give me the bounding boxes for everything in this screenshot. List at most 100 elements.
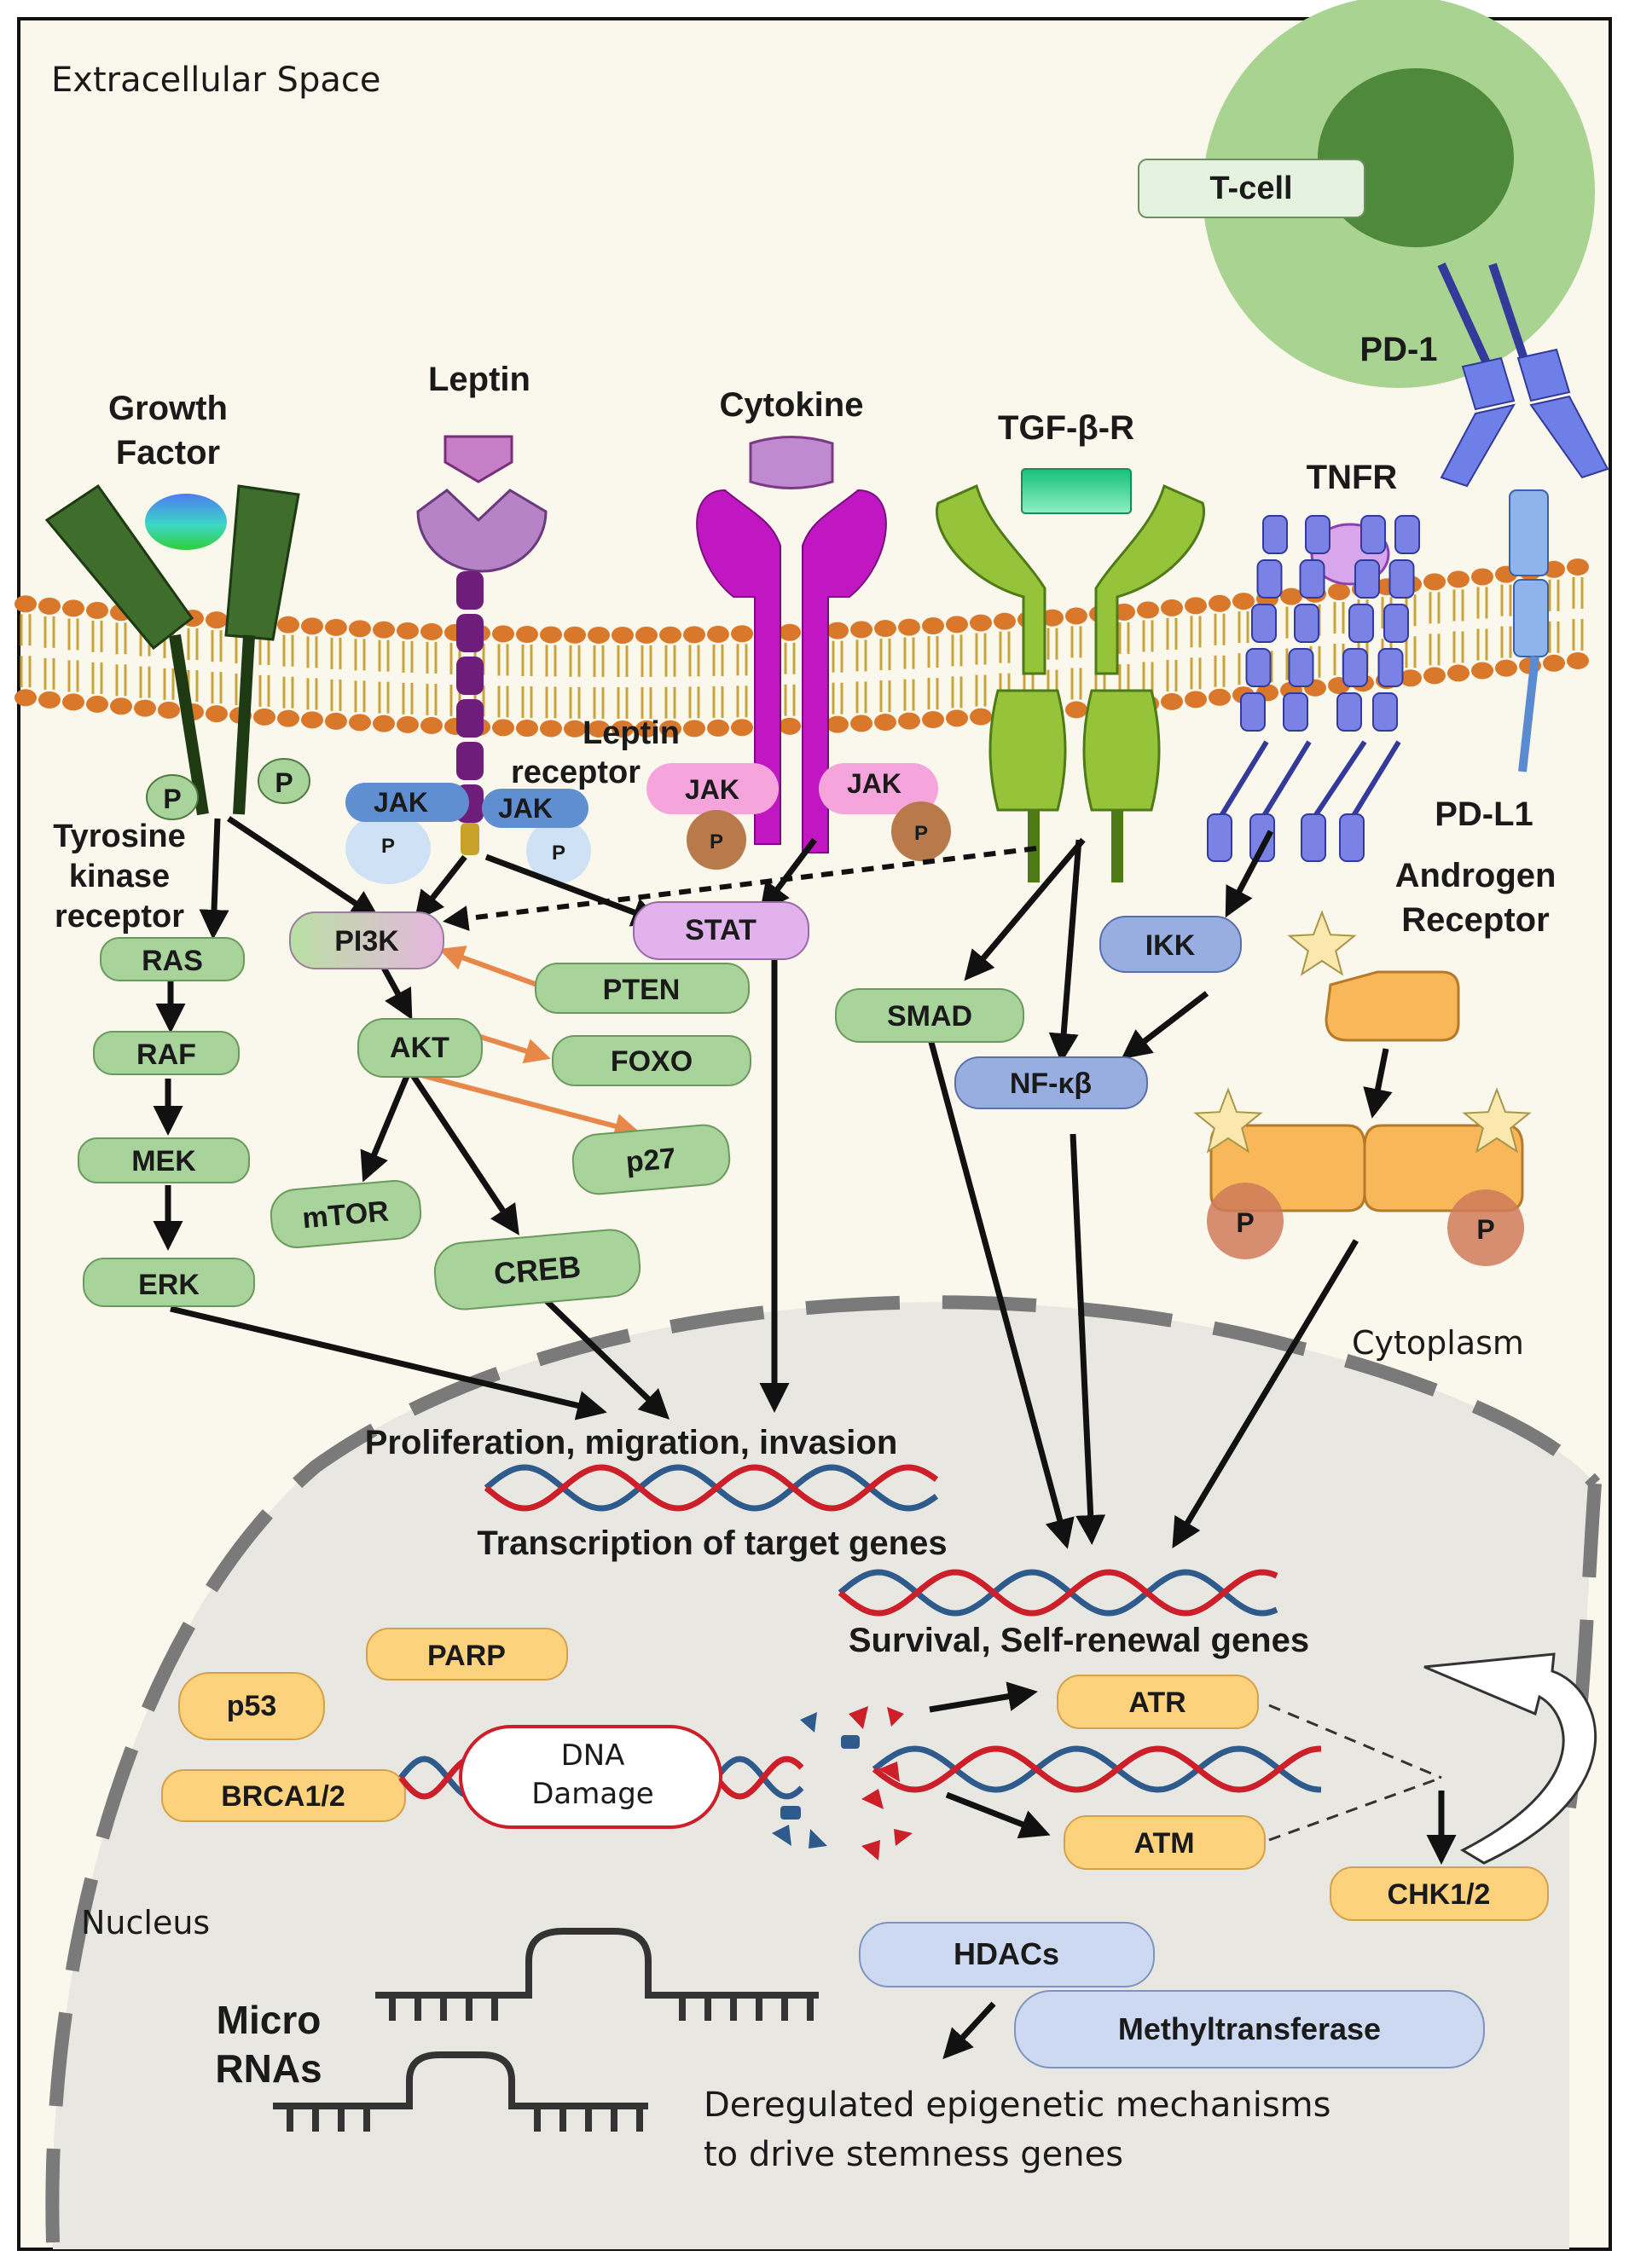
creb-node: [433, 1229, 641, 1310]
dna-helices: [398, 1464, 1322, 1800]
p53-node: [178, 1672, 325, 1740]
hdacs-node: [859, 1922, 1155, 1987]
svg-text:mTOR: mTOR: [301, 1195, 390, 1235]
svg-text:AKT: AKT: [390, 1032, 449, 1064]
tyrosine-label-line2: kinase: [69, 859, 170, 894]
t-cell-label-box: [1138, 159, 1365, 218]
cytokine-ligand: [749, 436, 834, 489]
tgf-label: TGF-β-R: [998, 409, 1134, 447]
svg-text:P: P: [275, 767, 293, 798]
svg-text:P: P: [381, 835, 395, 858]
svg-text:Methyltransferase: Methyltransferase: [1118, 2011, 1381, 2046]
methyltransferase-node: [1014, 1990, 1485, 2068]
cytokine-label: Cytokine: [720, 386, 864, 424]
svg-text:P: P: [914, 822, 928, 845]
tnfr-label: TNFR: [1307, 459, 1398, 496]
phospho-circle: [146, 774, 199, 820]
svg-text:JAK: JAK: [374, 787, 428, 818]
svg-text:CREB: CREB: [492, 1249, 582, 1292]
micro-rnas-label-line2: RNAs: [215, 2046, 322, 2091]
androgen-label-line2: Receptor: [1401, 901, 1549, 939]
erk-node: [83, 1258, 255, 1307]
jak-box: [646, 763, 779, 814]
androgen-receptor: Androgen Receptor P P: [1193, 857, 1557, 1266]
t-cell: T-cell: [1138, 0, 1595, 388]
svg-text:PTEN: PTEN: [603, 974, 681, 1006]
ras-node: [100, 937, 245, 981]
svg-text:JAK: JAK: [685, 774, 739, 805]
svg-text:IKK: IKK: [1145, 929, 1196, 962]
svg-text:p53: p53: [227, 1690, 277, 1722]
svg-text:ATM: ATM: [1133, 1827, 1194, 1860]
atr-atm-dashed-lines: [1268, 1704, 1442, 1842]
p27-node: [571, 1124, 731, 1195]
svg-text:PI3K: PI3K: [334, 925, 399, 958]
brca-node: [161, 1769, 406, 1822]
micro-rnas-label-line1: Micro: [217, 1998, 322, 2042]
dna-damage: DNA Damage: [459, 1725, 722, 1829]
pi3k-node: [289, 911, 444, 969]
growth-factor-label-line2: Factor: [116, 434, 220, 472]
pten-node: [535, 963, 750, 1014]
dashed-arrow: [443, 846, 1037, 931]
svg-text:JAK: JAK: [847, 768, 901, 799]
svg-text:ERK: ERK: [138, 1269, 200, 1301]
jak-box: [482, 789, 588, 828]
akt-node: [357, 1018, 483, 1078]
leptin-label: Leptin: [428, 361, 530, 398]
tgf-ligand: [1021, 468, 1132, 514]
smad-node: [835, 988, 1024, 1043]
dna-fragments: [772, 1706, 913, 1860]
ikk-node: [1099, 916, 1242, 973]
atm-node: [1064, 1815, 1266, 1870]
survival-text: Survival, Self-renewal genes: [849, 1622, 1309, 1659]
svg-text:STAT: STAT: [685, 914, 757, 946]
svg-text:MEK: MEK: [131, 1145, 196, 1177]
svg-text:NF-κβ: NF-κβ: [1010, 1067, 1092, 1100]
cytokine-receptor: Cytokine JAK JAK P P: [646, 386, 951, 870]
svg-text:FOXO: FOXO: [611, 1045, 693, 1078]
transcription-text: Transcription of target genes: [477, 1525, 947, 1562]
svg-text:ATR: ATR: [1128, 1687, 1186, 1719]
tyrosine-label-line3: receptor: [55, 899, 184, 934]
leptin-ligand: [443, 435, 513, 483]
svg-text:CHK1/2: CHK1/2: [1388, 1878, 1491, 1911]
leptin-receptor-label-line1: Leptin: [583, 715, 680, 751]
chk-node: [1330, 1866, 1549, 1921]
svg-text:HDACs: HDACs: [954, 1936, 1059, 1971]
signal-arrows: [153, 816, 1457, 2060]
pdl1-label: PD-L1: [1435, 796, 1533, 833]
epigenetic-text-line1: Deregulated epigenetic mechanisms: [704, 2086, 1330, 2125]
svg-text:P: P: [552, 842, 565, 865]
svg-text:P: P: [1236, 1207, 1254, 1238]
svg-text:P: P: [1476, 1214, 1494, 1245]
foxo-node: [552, 1035, 751, 1086]
mtor-node: [270, 1179, 422, 1248]
svg-text:RAF: RAF: [136, 1039, 196, 1071]
epigenetic-text-line2: to drive stemness genes: [704, 2135, 1123, 2174]
growth-factor-ligand: [145, 494, 227, 550]
proliferation-text: Proliferation, migration, invasion: [365, 1424, 898, 1461]
cytoplasm-label: Cytoplasm: [1352, 1324, 1524, 1362]
leptin-receptor: Leptin Leptin receptor JAK JAK P P: [345, 361, 680, 884]
svg-text:RAS: RAS: [142, 945, 203, 977]
androgen-label-line1: Androgen: [1395, 857, 1557, 894]
svg-text:BRCA1/2: BRCA1/2: [221, 1780, 345, 1813]
curved-feedback-arrow: [1423, 1652, 1597, 1865]
tnfr: TNFR: [1207, 459, 1420, 862]
svg-text:JAK: JAK: [498, 793, 553, 824]
jak-box: [819, 763, 938, 814]
raf-node: [93, 1031, 240, 1075]
svg-text:P: P: [163, 784, 181, 814]
svg-text:p27: p27: [624, 1143, 677, 1179]
stat-node: [633, 901, 809, 960]
nfkb-node: [954, 1056, 1148, 1109]
pd1-pdl1: PD-1 PD-L1: [1359, 262, 1609, 833]
leptin-receptor-label-line2: receptor: [511, 755, 641, 790]
pathway-nodes: RAS RAF MEK ERK PI3K AKT PTEN FOXO p27 m…: [78, 901, 1549, 2068]
dna-damage-line2: Damage: [531, 1777, 653, 1811]
phospho-circle: [258, 758, 310, 804]
growth-factor-receptor: Growth Factor P P Tyrosine kinase recept…: [44, 390, 310, 934]
svg-text:PARP: PARP: [427, 1640, 506, 1672]
